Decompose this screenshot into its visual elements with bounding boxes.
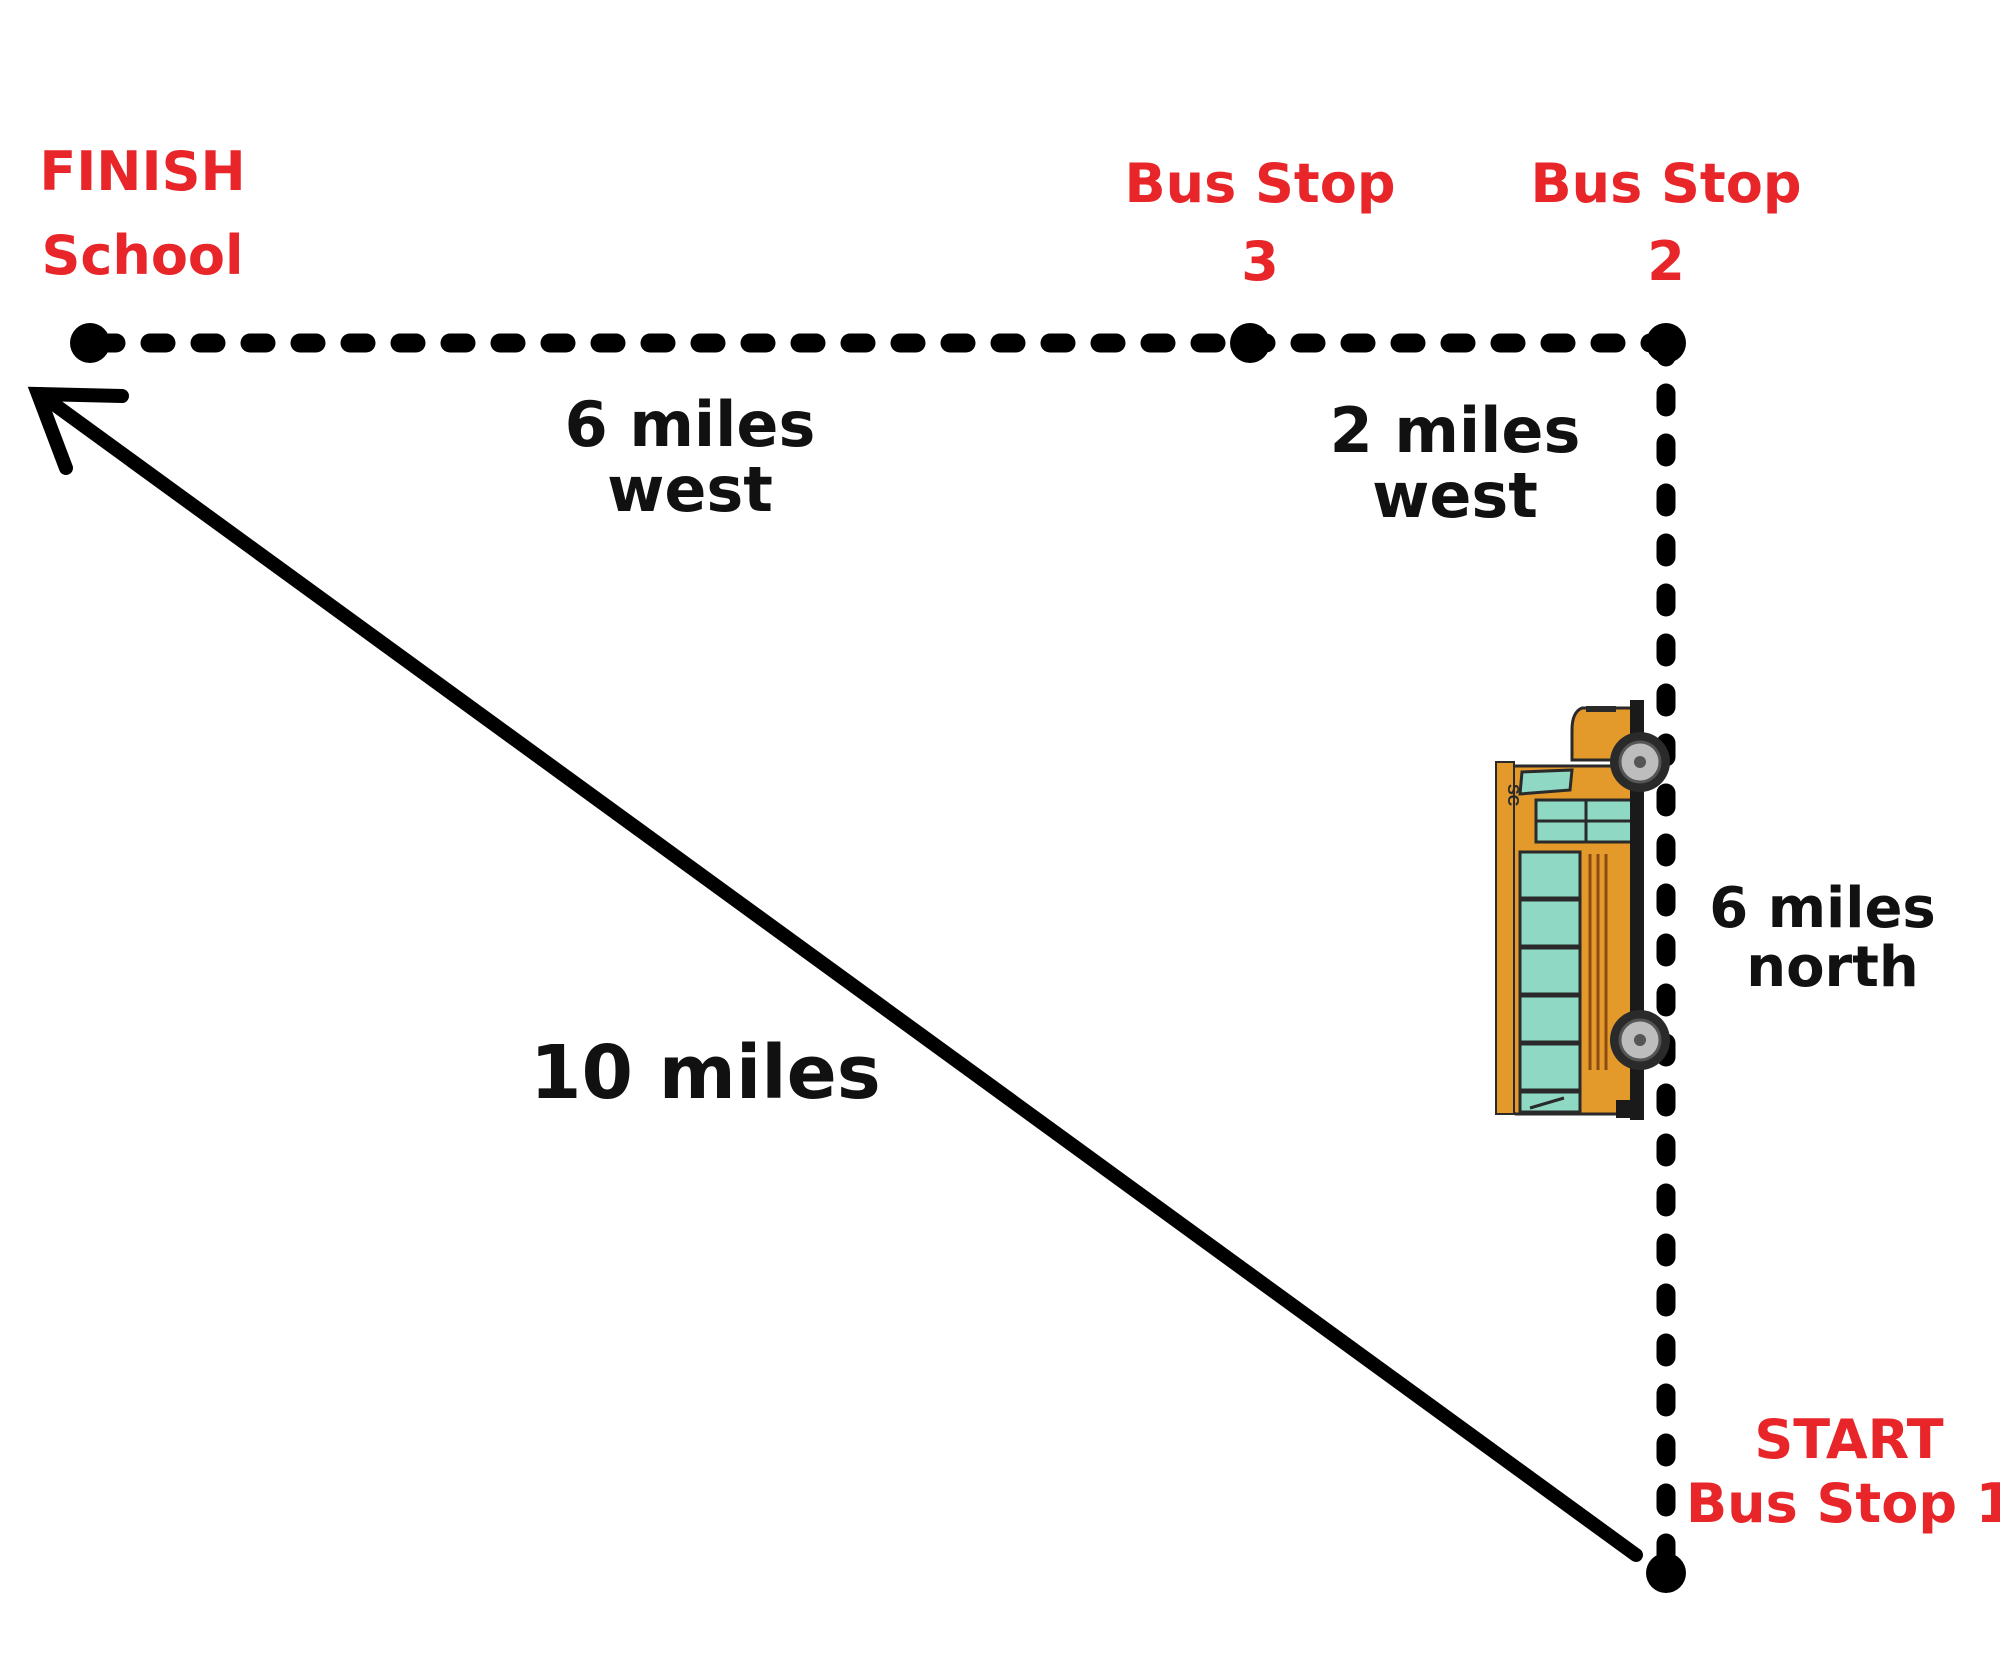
segment-6-miles-north-label: 6 miles north	[1709, 876, 1936, 1000]
finish-point	[70, 323, 110, 363]
bus-stop-3-label-line1: Bus Stop	[1124, 152, 1396, 215]
segment-6-miles-west-label: 6 miles west	[564, 388, 816, 527]
bus-lettering: SC	[1504, 784, 1521, 807]
start-label-line1: START	[1754, 1408, 1944, 1471]
start-label: START Bus Stop 1	[1686, 1408, 2000, 1535]
bus-stop-2-point	[1646, 323, 1686, 363]
direct-route-arrow-head	[27, 386, 129, 475]
direct-distance-label: 10 miles	[530, 1030, 881, 1116]
school-bus-icon: SC	[1495, 700, 1670, 1120]
finish-label-line2: School	[41, 223, 244, 287]
start-point	[1646, 1553, 1686, 1593]
bus-stop-3-label: Bus Stop 3	[1120, 152, 1400, 293]
finish-label: FINISH School	[30, 140, 255, 287]
bus-stop-3-point	[1230, 323, 1270, 363]
bus-stop-2-label-line1: Bus Stop	[1530, 152, 1802, 215]
finish-label-line1: FINISH	[39, 140, 246, 203]
bus-stop-2-label-line2: 2	[1647, 229, 1685, 293]
start-label-line2: Bus Stop 1	[1686, 1471, 2000, 1535]
bus-stop-2-label: Bus Stop 2	[1526, 152, 1806, 293]
bus-stop-3-label-line2: 3	[1241, 229, 1279, 293]
segment-2-miles-west-label: 2 miles west	[1329, 394, 1581, 533]
direct-route-arrow-shaft	[33, 387, 1643, 1562]
